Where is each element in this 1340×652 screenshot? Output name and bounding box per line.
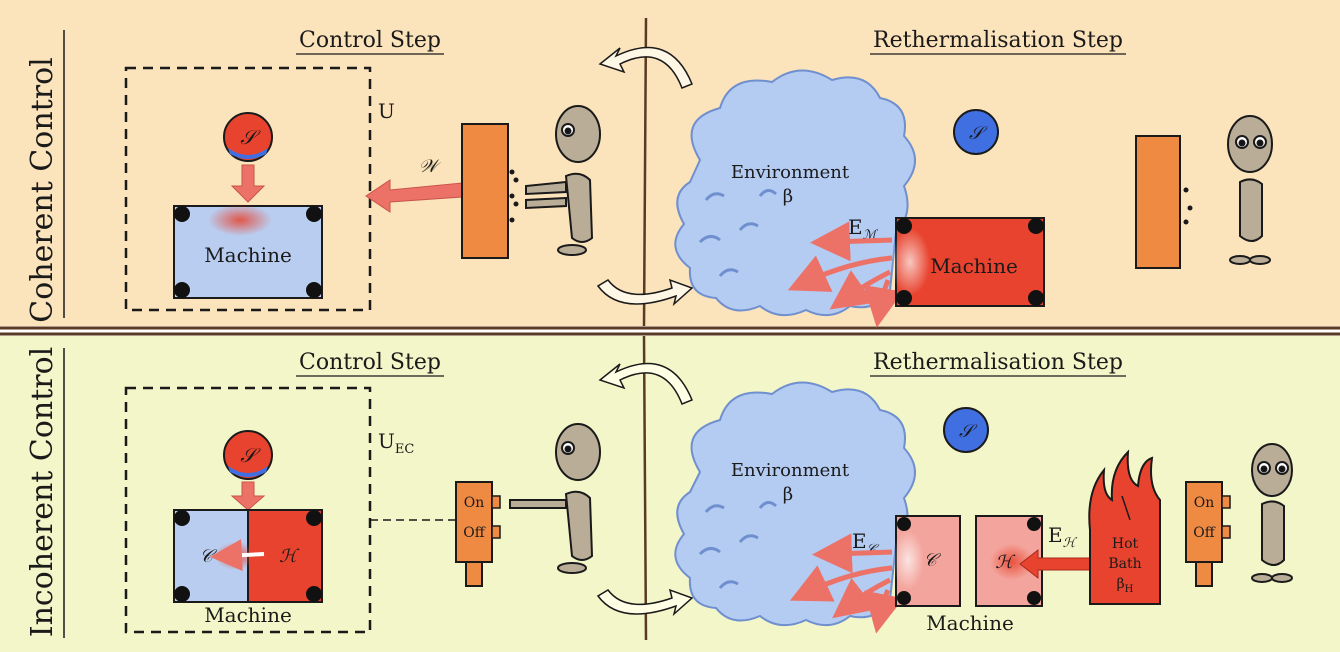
step-divider-bottom	[642, 335, 648, 641]
work-label: 𝒲	[419, 156, 442, 177]
environment-label-bottom: Environment	[731, 460, 850, 481]
system-circle-bottom: 𝒮	[223, 430, 273, 480]
cold-heat-arrow-1	[812, 533, 893, 574]
unitary-box-bottom	[124, 386, 372, 634]
hot-bath-line1: Hot	[1112, 536, 1139, 552]
hot-bath-line2: Bath	[1108, 556, 1141, 572]
process-arrow-top-upper	[598, 46, 693, 89]
step-divider-top	[642, 17, 648, 327]
hot-bath: Hot Bath βH	[1088, 449, 1161, 605]
control-step-title-bottom: Control Step	[299, 350, 441, 375]
right-switch-on-label: On	[1194, 495, 1215, 511]
work-arrow	[365, 179, 463, 213]
machine-top: Machine	[173, 204, 323, 299]
process-arrow-bottom-upper	[598, 362, 693, 405]
control-panel-top	[461, 123, 509, 259]
control-step-title: Control Step	[299, 28, 441, 53]
heat-arrow-2	[787, 255, 893, 292]
rethermalisation-step-title-bottom: Rethermalisation Step	[873, 350, 1123, 375]
beta-label-top: β	[783, 186, 793, 207]
retherm-system-circle-bottom: 𝒮	[943, 407, 989, 453]
process-arrow-bottom-lower	[596, 588, 694, 617]
figure-operating-bottom	[509, 423, 601, 574]
retherm-machine-top: Machine	[890, 217, 1045, 307]
switch-off-label: Off	[463, 525, 485, 541]
system-circle: 𝒮	[223, 112, 273, 162]
machine-label-bottom: Machine	[204, 603, 292, 627]
cold-heat-arrow-2	[789, 565, 893, 602]
panel-knobs-top	[509, 169, 519, 223]
row-title-coherent: Coherent Control	[25, 57, 60, 323]
unitary-label-bottom: UEC	[378, 429, 414, 457]
retherm-machine-label-top: Machine	[930, 254, 1018, 278]
switch-box-bottom: On Off	[455, 481, 501, 587]
machine-label: Machine	[204, 243, 292, 267]
idle-panel-knobs-top	[1183, 187, 1193, 225]
heat-arrow-3	[829, 269, 892, 310]
internal-heat-arrow	[210, 539, 265, 572]
down-arrow	[230, 164, 266, 203]
row-title-incoherent: Incoherent Control	[25, 347, 60, 638]
beta-label-bottom: β	[783, 484, 793, 505]
hot-symbol: ℋ	[279, 546, 300, 567]
figure-idle-top	[1227, 115, 1273, 265]
energy-hot-label: Eℋ	[1048, 523, 1078, 551]
idle-panel-top	[1135, 135, 1181, 269]
retherm-system-circle-top: 𝒮	[953, 109, 999, 155]
hot-bath-beta: βH	[1117, 576, 1134, 595]
hot-bath-arrow	[1019, 548, 1093, 580]
unitary-label: U	[378, 99, 395, 123]
process-arrow-top-lower	[596, 278, 694, 307]
right-switch-off-label: Off	[1193, 525, 1215, 541]
environment-label-top: Environment	[731, 162, 850, 183]
retherm-cold-half: 𝒞	[892, 515, 961, 607]
heat-arrow-4	[863, 279, 904, 328]
heat-arrow-1	[810, 221, 893, 262]
retherm-machine-label-bottom: Machine	[926, 611, 1014, 635]
retherm-hot-symbol: ℋ	[995, 552, 1016, 573]
machine-bottom: 𝒞 ℋ	[173, 509, 323, 603]
down-arrow-bottom	[230, 481, 266, 511]
figure-idle-bottom	[1251, 443, 1293, 583]
cold-heat-arrow-4	[864, 589, 904, 634]
switch-on-label: On	[464, 495, 485, 511]
figure-operating-top	[525, 105, 601, 256]
switch-box-right: On Off	[1185, 481, 1231, 587]
unitary-box	[124, 66, 372, 312]
rethermalisation-step-title: Rethermalisation Step	[873, 28, 1123, 53]
